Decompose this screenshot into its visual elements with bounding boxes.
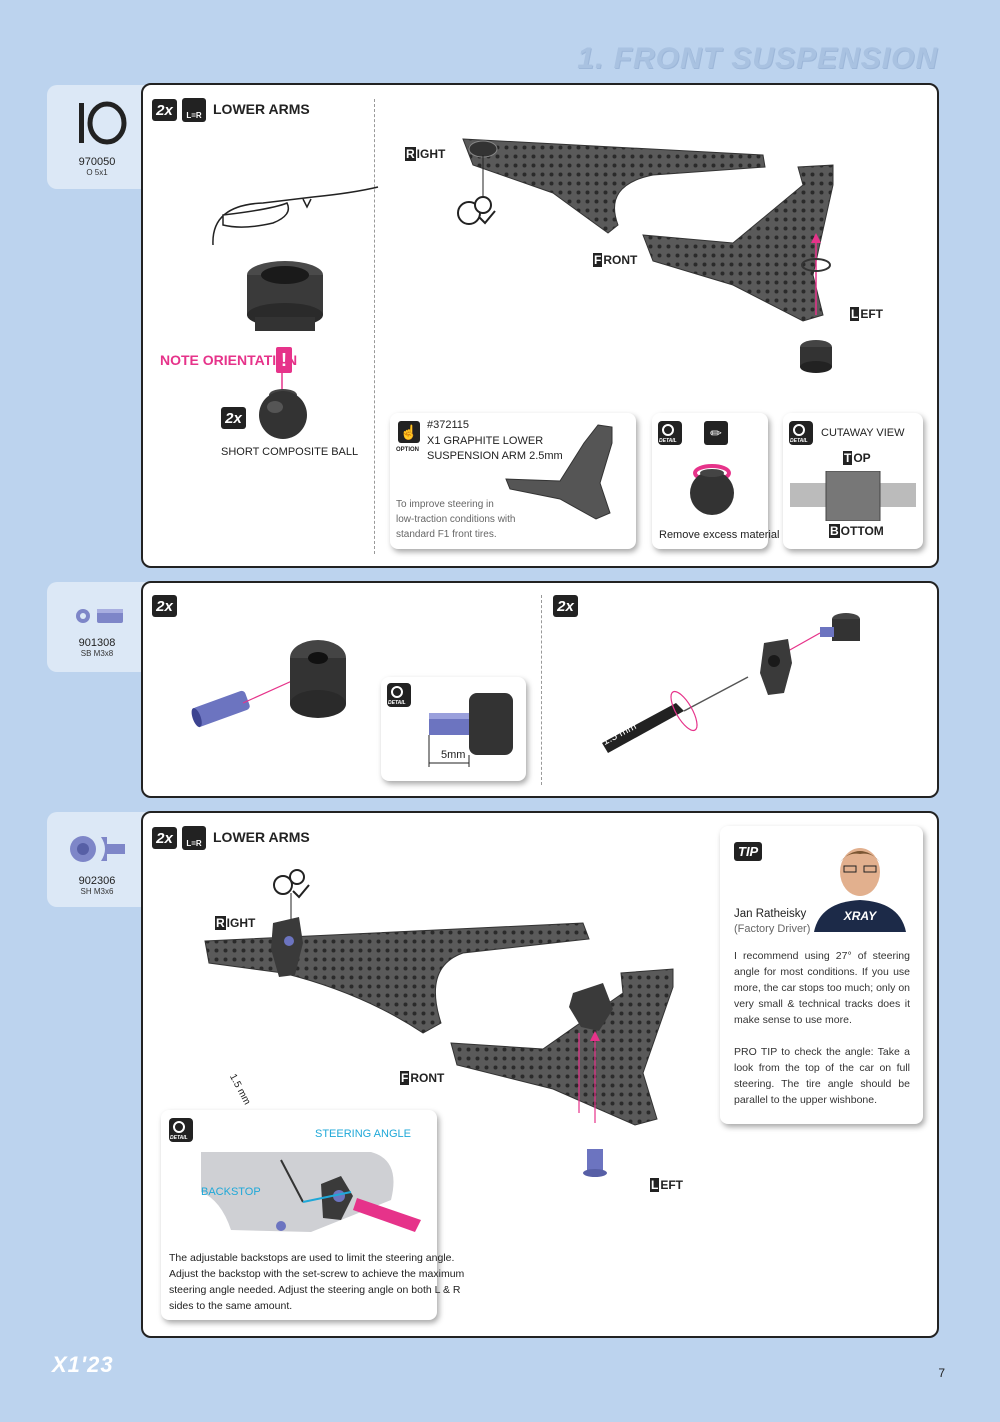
- thumbs-up-icon: ☝: [398, 421, 420, 443]
- steering-angle-label: STEERING ANGLE: [315, 1128, 411, 1140]
- lower-arms-illustration: [457, 138, 834, 373]
- backstop-illustration: [201, 1152, 421, 1232]
- divider: [374, 99, 375, 554]
- detail-icon: DETAIL: [658, 421, 682, 445]
- option-desc-line1: To improve steering in: [396, 499, 494, 510]
- left-equals-right-badge: L=R: [182, 98, 206, 122]
- steering-block-illustration: [602, 613, 860, 753]
- tip-card: TIP XRAY Jan Ratheisky (Factory Driver) …: [720, 826, 923, 1124]
- part-desc: SH M3x6: [80, 887, 114, 896]
- ball-assembly-illustration: [212, 186, 379, 331]
- detail-text-line3: steering angle needed. Adjust the steeri…: [169, 1284, 461, 1296]
- left-equals-right-badge: L=R: [182, 826, 206, 850]
- detail-text-line2: Adjust the backstop with the set-screw t…: [169, 1268, 465, 1280]
- composite-ball-illustration: [690, 464, 734, 515]
- quantity-badge: 2x: [152, 595, 177, 617]
- remove-material-card: DETAIL ✏ Remove excess material: [652, 413, 779, 549]
- bushing-insert-illustration: [191, 640, 346, 728]
- quantity-badge: 2x: [152, 827, 177, 849]
- detail-text-line4: sides to the same amount.: [169, 1300, 293, 1312]
- option-name-line2: SUSPENSION ARM 2.5mm: [427, 450, 563, 462]
- step-1-panel: 2x L=R LOWER ARMS NOTE ORIENTATION ! 2x …: [141, 83, 939, 568]
- tip-badge: TIP: [734, 842, 763, 861]
- arms-assembly-illustration: [204, 893, 674, 1177]
- driver-name: Jan Ratheisky: [734, 908, 807, 920]
- part-tab-970050: 970050 O 5x1: [47, 85, 147, 189]
- quantity-badge: 2x: [152, 99, 177, 121]
- backstop-label: BACKSTOP: [201, 1186, 261, 1198]
- part-tab-901308: 901308 SB M3x8: [47, 582, 147, 672]
- option-name-line1: X1 GRAPHITE LOWER: [427, 435, 544, 447]
- page-title: 1. FRONT SUSPENSION: [577, 42, 938, 75]
- part-desc: O 5x1: [86, 168, 108, 177]
- detail-icon: DETAIL: [789, 421, 813, 445]
- step-label: LOWER ARMS: [213, 101, 310, 117]
- quantity-badge: 2x: [553, 595, 578, 617]
- part-number: 970050: [78, 156, 116, 168]
- cutaway-title: CUTAWAY VIEW: [821, 427, 905, 439]
- bushing-detail-card: DETAIL 5mm: [381, 677, 526, 781]
- option-desc-line2: low-traction conditions with: [396, 514, 516, 525]
- ball-label: SHORT COMPOSITE BALL: [221, 446, 359, 458]
- o-ring-icon: [79, 101, 127, 145]
- knife-icon: ✏: [704, 421, 728, 445]
- detail-text-line1: The adjustable backstops are used to lim…: [169, 1252, 455, 1264]
- shirt-logo: XRAY: [843, 909, 877, 923]
- part-desc: SB M3x8: [80, 649, 114, 658]
- composite-ball-illustration: [259, 389, 307, 439]
- ball-quantity-badge: 2x: [221, 407, 246, 429]
- graphite-arm-illustration: [505, 424, 613, 520]
- step-label: LOWER ARMS: [213, 829, 310, 845]
- part-number: 902306: [78, 875, 116, 887]
- tip-paragraph-1: I recommend using 27° of steering angle …: [734, 950, 910, 1026]
- screw-bushing-icon: [76, 609, 123, 623]
- screw-icon: [70, 836, 125, 862]
- option-desc-line3: standard F1 front tires.: [396, 529, 497, 540]
- detail-icon: DETAIL: [169, 1118, 193, 1142]
- driver-portrait: XRAY: [810, 836, 910, 932]
- torque-check-icon: [273, 869, 310, 899]
- divider: [541, 595, 542, 785]
- option-tag: OPTION: [396, 447, 420, 453]
- step-2-panel: 2x 2x DETAIL 5mm 1: [141, 581, 939, 798]
- detail-icon: DETAIL: [387, 683, 411, 707]
- cutaway-illustration: [790, 471, 916, 521]
- driver-role: (Factory Driver): [734, 923, 811, 935]
- part-number: 901308: [78, 637, 116, 649]
- note-orientation-label: NOTE ORIENTATION: [160, 352, 298, 368]
- option-part-number: #372115: [427, 419, 470, 431]
- remove-material-caption: Remove excess material: [659, 529, 780, 541]
- part-tab-902306: 902306 SH M3x6: [47, 812, 147, 907]
- option-card: ☝ OPTION #372115 X1 GRAPHITE LOWER SUSPE…: [390, 413, 636, 549]
- tip-paragraph-2: PRO TIP to check the angle: Take a look …: [734, 1046, 910, 1106]
- warning-icon: !: [276, 347, 292, 373]
- brand-logo: X1'23: [52, 1352, 114, 1377]
- page-number: 7: [938, 1366, 945, 1380]
- bushing-dimension-illustration: [428, 693, 513, 767]
- backstop-detail-card: DETAIL STEERING ANGLE BACKSTOP 1.5 mm Th…: [161, 1072, 464, 1320]
- dimension-label: 5mm: [441, 749, 466, 761]
